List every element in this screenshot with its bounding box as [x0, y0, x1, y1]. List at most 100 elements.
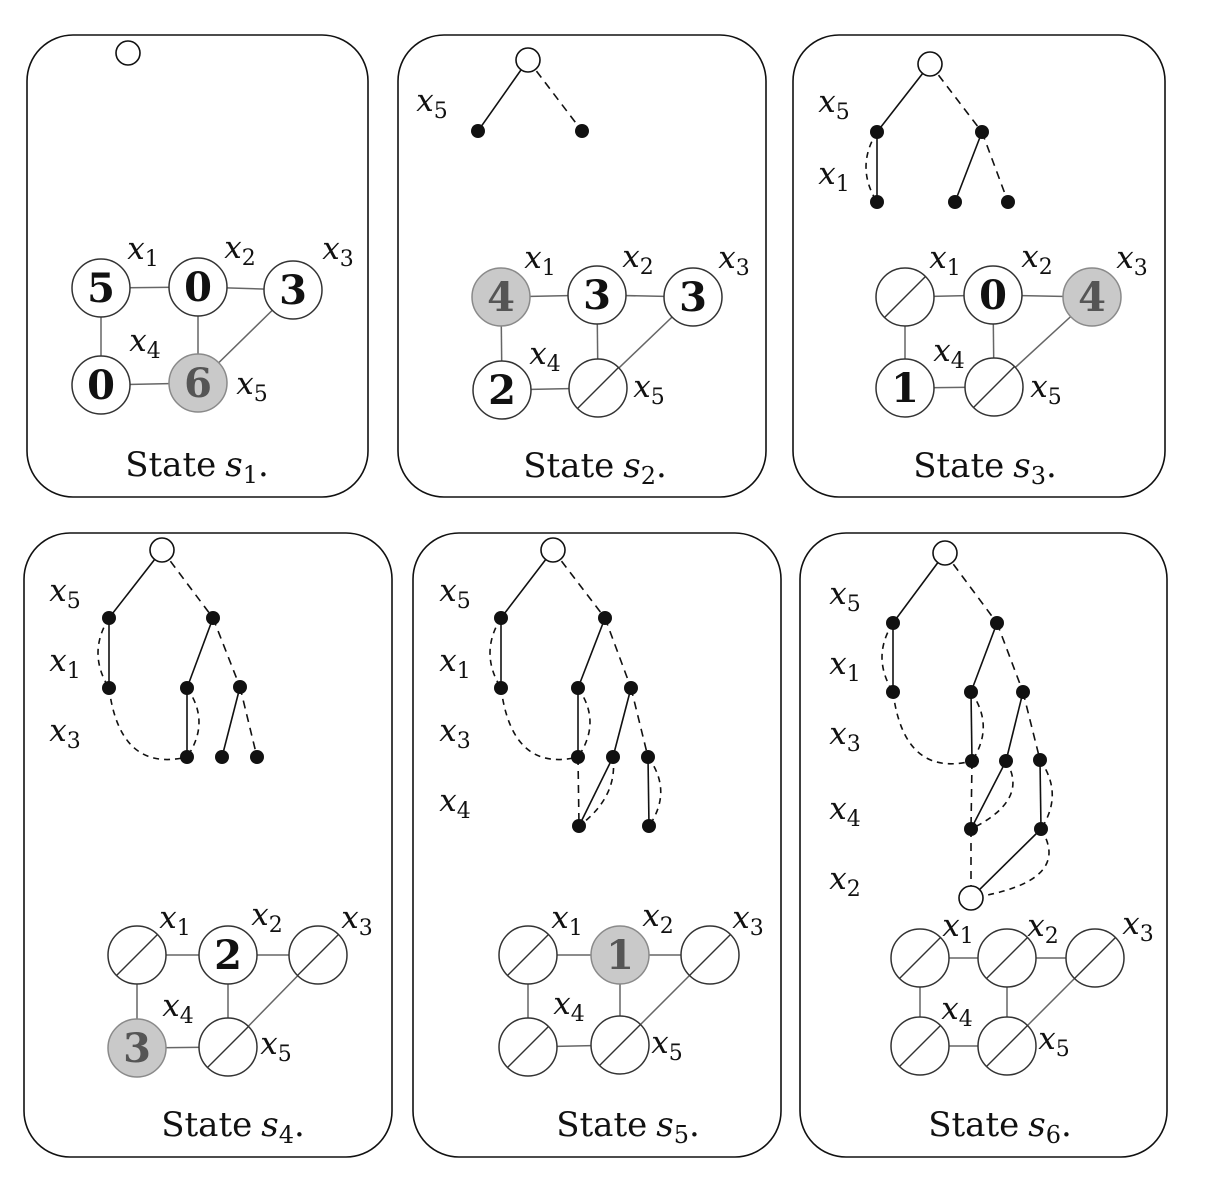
- graph-node-x3-slash: [1073, 936, 1117, 980]
- tree-edge-e-g-solid: [1005, 691, 1024, 762]
- tree-edge-b-d-solid: [577, 617, 606, 689]
- graph-var-label-x2: x2: [251, 897, 282, 938]
- graph-node-x3-value: 3: [679, 274, 707, 321]
- tree-node-i: [572, 819, 586, 833]
- graph-node-x5-slash: [598, 1023, 642, 1067]
- tree-node-root-open: [115, 40, 141, 66]
- tree-node-h: [250, 750, 264, 764]
- tree-node-d: [964, 685, 978, 699]
- graph-var-label-x4: x4: [941, 991, 972, 1032]
- tree-node-root-open: [932, 540, 958, 566]
- tree-level-label-x5: x5: [829, 576, 860, 617]
- tree-node-b: [975, 125, 989, 139]
- tree-node-d: [180, 681, 194, 695]
- tree-level-label-x4: x4: [829, 791, 860, 832]
- tree-node-a: [494, 611, 508, 625]
- graph-var-label-x5: x5: [260, 1026, 291, 1067]
- tree-node-b: [206, 611, 220, 625]
- graph-var-label-x4: x4: [162, 988, 193, 1029]
- graph-var-label-x2: x2: [622, 239, 653, 280]
- tree-level-label-x2: x2: [829, 861, 860, 902]
- tree-node-g: [999, 754, 1013, 768]
- tree-edge-b-e-dashed: [981, 131, 1009, 203]
- tree-edge-d-f-solid: [970, 691, 973, 762]
- tree-edge-root-a-solid: [108, 549, 163, 619]
- graph-var-label-x1: x1: [127, 231, 158, 272]
- graph-node-x4: [875, 358, 935, 418]
- tree-node-e: [233, 680, 247, 694]
- panel-box: [26, 34, 369, 498]
- tree-node-b: [575, 124, 589, 138]
- graph-node-x4-slash: [898, 1024, 942, 1068]
- tree-edge-h-j-dashed: [1039, 759, 1053, 830]
- tree-edge-j-k-dashed: [970, 828, 1050, 899]
- graph-var-label-x4: x4: [933, 333, 964, 374]
- graph-var-label-x5: x5: [651, 1025, 682, 1066]
- tree-edge-root-a-solid: [500, 549, 554, 619]
- tree-node-f: [965, 754, 979, 768]
- tree-node-a: [102, 611, 116, 625]
- tree-edge-e-h-dashed: [630, 687, 649, 758]
- tree-level-label-x3: x3: [829, 716, 860, 757]
- tree-edge-root-b-dashed: [527, 59, 583, 132]
- graph-var-label-x5: x5: [236, 366, 267, 407]
- tree-node-f: [571, 750, 585, 764]
- graph-node-x4-value: 1: [891, 365, 919, 412]
- tree-node-root-open: [149, 537, 175, 563]
- graph-node-x2: [963, 265, 1023, 325]
- graph-node-x1-slash: [898, 936, 942, 980]
- tree-edge-f-i-dashed: [577, 756, 580, 827]
- graph-node-x4-slash: [506, 1025, 550, 1069]
- graph-var-label-x3: x3: [1122, 906, 1153, 947]
- tree-node-root-open: [515, 47, 541, 73]
- graph-node-x4-value: 3: [123, 1025, 151, 1072]
- tree-edge-d-f-dashed: [186, 687, 200, 758]
- tree-node-root-open: [540, 537, 566, 563]
- graph-var-label-x3: x3: [718, 240, 749, 281]
- graph-node-x2-value: 0: [184, 264, 212, 311]
- graph-var-label-x1: x1: [551, 900, 582, 941]
- tree-level-label-x3: x3: [439, 713, 470, 754]
- graph-node-x4-current: [107, 1018, 167, 1078]
- tree-level-label-x4: x4: [439, 783, 470, 824]
- tree-edge-a-c-dashed: [489, 617, 502, 689]
- graph-node-x3-slash: [688, 933, 732, 977]
- tree-node-e: [1016, 685, 1030, 699]
- tree-edge-e-g-solid: [221, 686, 241, 758]
- tree-edge-b-d-solid: [186, 617, 214, 689]
- graph-node-x1-value: 5: [87, 265, 115, 312]
- tree-level-label-x5: x5: [416, 83, 447, 124]
- graph-var-label-x5: x5: [633, 369, 664, 410]
- tree-node-h: [641, 750, 655, 764]
- graph-var-label-x1: x1: [159, 900, 190, 941]
- graph-node-x1: [71, 258, 131, 318]
- graph-var-label-x4: x4: [529, 336, 560, 377]
- tree-edge-a-c-dashed: [865, 131, 878, 203]
- graph-var-label-x2: x2: [224, 230, 255, 271]
- graph-var-label-x4: x4: [553, 986, 584, 1027]
- graph-var-label-x1: x1: [524, 240, 555, 281]
- decision-diagram: x5: [416, 47, 589, 138]
- tree-node-b: [598, 611, 612, 625]
- tree-edge-c-f-dashed: [108, 687, 188, 761]
- panel-box: [799, 532, 1168, 1158]
- graph-node-x2-current: [590, 925, 650, 985]
- decision-diagram: [115, 40, 141, 66]
- graph-var-label-x3: x3: [732, 900, 763, 941]
- tree-edge-root-a-solid: [876, 63, 931, 133]
- graph-node-x5-slash: [972, 365, 1016, 409]
- tree-node-a: [471, 124, 485, 138]
